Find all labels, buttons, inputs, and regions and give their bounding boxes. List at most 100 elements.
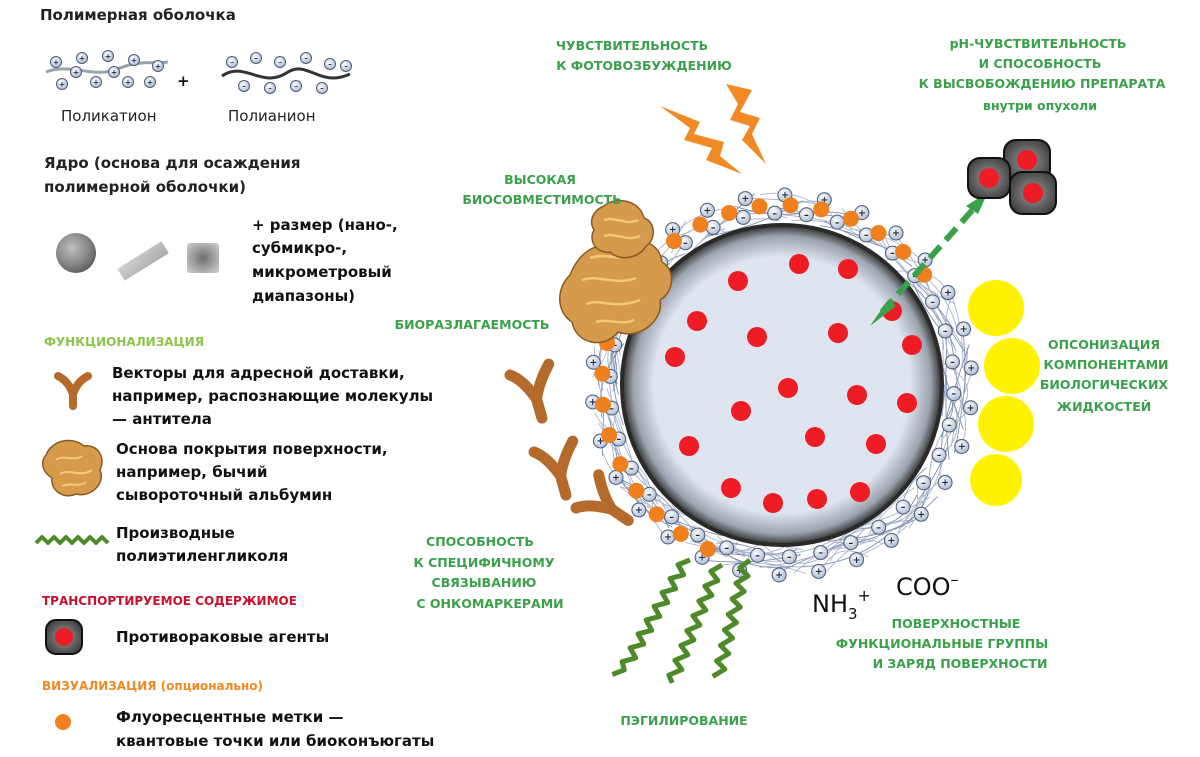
opsonins <box>968 280 1040 506</box>
svg-text:–: – <box>616 434 621 445</box>
svg-text:–: – <box>711 223 716 234</box>
released-drug-cluster <box>967 139 1057 215</box>
minus-ion-icon: – <box>858 227 874 243</box>
svg-text:–: – <box>930 297 935 308</box>
fluoro-line2: квантовые точки или биоконъюгаты <box>116 732 434 750</box>
antibody-vector <box>528 435 579 501</box>
size-line4: диапазоны) <box>252 287 355 305</box>
drug-dot <box>679 436 699 456</box>
albumin-icon <box>41 439 103 497</box>
svg-text:+: + <box>892 228 900 239</box>
peg-chains <box>611 557 752 684</box>
plus-ion-icon: + <box>699 202 715 218</box>
svg-text:–: – <box>950 357 955 368</box>
svg-text:–: – <box>943 326 948 337</box>
minus-ion-icon: – <box>290 80 302 92</box>
drug-dot <box>838 259 858 279</box>
svg-text:+: + <box>820 195 828 206</box>
drug-dot <box>850 482 870 502</box>
svg-text:–: – <box>864 230 869 241</box>
minus-ion-icon: – <box>300 52 312 64</box>
fluorescent-dot-icon <box>692 216 709 233</box>
fluorescent-dot-icon <box>595 396 612 413</box>
plus-ion-icon: + <box>737 191 753 207</box>
minus-ion-icon: – <box>324 58 336 70</box>
coating-line3: сывороточный альбумин <box>116 486 332 504</box>
antibody-vector <box>570 469 634 526</box>
coating-line1: Основа покрытия поверхности, <box>116 440 388 458</box>
callout-surface-line3: И ЗАРЯД ПОВЕРХНОСТИ <box>873 656 1048 671</box>
fluorescent-dot-icon <box>842 210 859 227</box>
rod-core-icon <box>117 241 169 281</box>
fluorescent-dot-icon <box>594 365 611 382</box>
svg-text:–: – <box>608 372 613 383</box>
albumin-coating-cluster <box>559 199 673 344</box>
minus-ion-icon: – <box>340 60 352 72</box>
callout-photo-line2: К ФОТОВОЗБУЖДЕНИЮ <box>556 58 732 73</box>
minus-ion-icon: – <box>690 527 706 543</box>
vectors-line3: — антитела <box>112 410 212 428</box>
plus-ion-icon: + <box>913 506 929 522</box>
callout-biocompat-line1: ВЫСОКАЯ <box>504 172 576 187</box>
svg-text:+: + <box>635 505 643 516</box>
size-line1: + размер (нано-, <box>252 216 398 234</box>
plus-ion-icon: + <box>940 285 956 301</box>
minus-ion-icon: – <box>705 219 721 235</box>
plus-ion-icon: + <box>963 360 979 376</box>
svg-text:+: + <box>698 553 706 564</box>
callout-opsonization-line2: КОМПОНЕНТАМИ <box>1044 357 1169 372</box>
fluorescent-dot-icon <box>55 714 71 730</box>
minus-ion-icon: – <box>813 545 829 561</box>
svg-text:–: – <box>320 83 324 92</box>
fluoro-line1: Флуоресцентные метки — <box>116 708 343 726</box>
minus-ion-icon: – <box>916 475 932 491</box>
fluorescent-dot-icon <box>665 233 682 250</box>
fluorescent-dot-icon <box>782 197 799 214</box>
plus-ion-icon: + <box>152 60 164 72</box>
core-shell-ring <box>620 223 944 547</box>
svg-text:+: + <box>125 77 131 86</box>
svg-text:+: + <box>917 509 925 520</box>
svg-text:–: – <box>294 81 298 90</box>
plus-ion-icon: + <box>937 475 953 491</box>
callout-ph-line4: внутри опухоли <box>983 98 1097 113</box>
svg-text:+: + <box>775 570 783 581</box>
callout-binding-line2: К СПЕЦИФИЧНОМУ <box>414 555 555 570</box>
svg-text:+: + <box>967 403 975 414</box>
svg-text:–: – <box>890 248 895 259</box>
svg-text:+: + <box>887 536 895 547</box>
plus-ion-icon: + <box>56 78 68 90</box>
fluorescent-dot-icon <box>751 198 768 215</box>
svg-text:+: + <box>596 436 604 447</box>
svg-text:–: – <box>835 217 840 228</box>
svg-text:–: – <box>937 450 942 461</box>
minus-ion-icon: – <box>767 205 783 221</box>
svg-text:–: – <box>254 53 258 62</box>
sphere-core-icon <box>56 233 96 273</box>
fluorescent-dot-icon <box>601 427 618 444</box>
plus-ion-icon: + <box>954 438 970 454</box>
minus-ion-icon: – <box>843 535 859 551</box>
callout-photo-line1: ЧУВСТВИТЕЛЬНОСТЬ <box>556 38 708 53</box>
nh3-group: NH3+ <box>812 586 871 623</box>
shell-title: Полимерная оболочка <box>40 6 236 24</box>
callout-biodegradability: БИОРАЗЛАГАЕМОСТЬ <box>395 317 550 332</box>
svg-text:–: – <box>669 512 674 523</box>
callout-surface-line1: ПОВЕРХНОСТНЫЕ <box>892 616 1021 631</box>
drug-dot <box>731 401 751 421</box>
svg-text:+: + <box>93 77 99 86</box>
drug-dot <box>897 393 917 413</box>
drug-dot <box>721 478 741 498</box>
minus-ion-icon: – <box>226 56 238 68</box>
plus-ion-icon: + <box>883 532 899 548</box>
svg-text:+: + <box>73 67 79 76</box>
drug-dot <box>807 489 827 509</box>
drug-dot <box>665 347 685 367</box>
visualization-heading: ВИЗУАЛИЗАЦИЯ (опционально) <box>42 679 263 693</box>
minus-ion-icon: – <box>719 540 735 556</box>
polyanion-icon: –––––––––– <box>221 52 352 94</box>
fluorescent-dot-icon <box>699 541 716 558</box>
minus-ion-icon: – <box>937 323 953 339</box>
cube-core-icon <box>187 243 219 273</box>
svg-text:–: – <box>278 57 282 66</box>
